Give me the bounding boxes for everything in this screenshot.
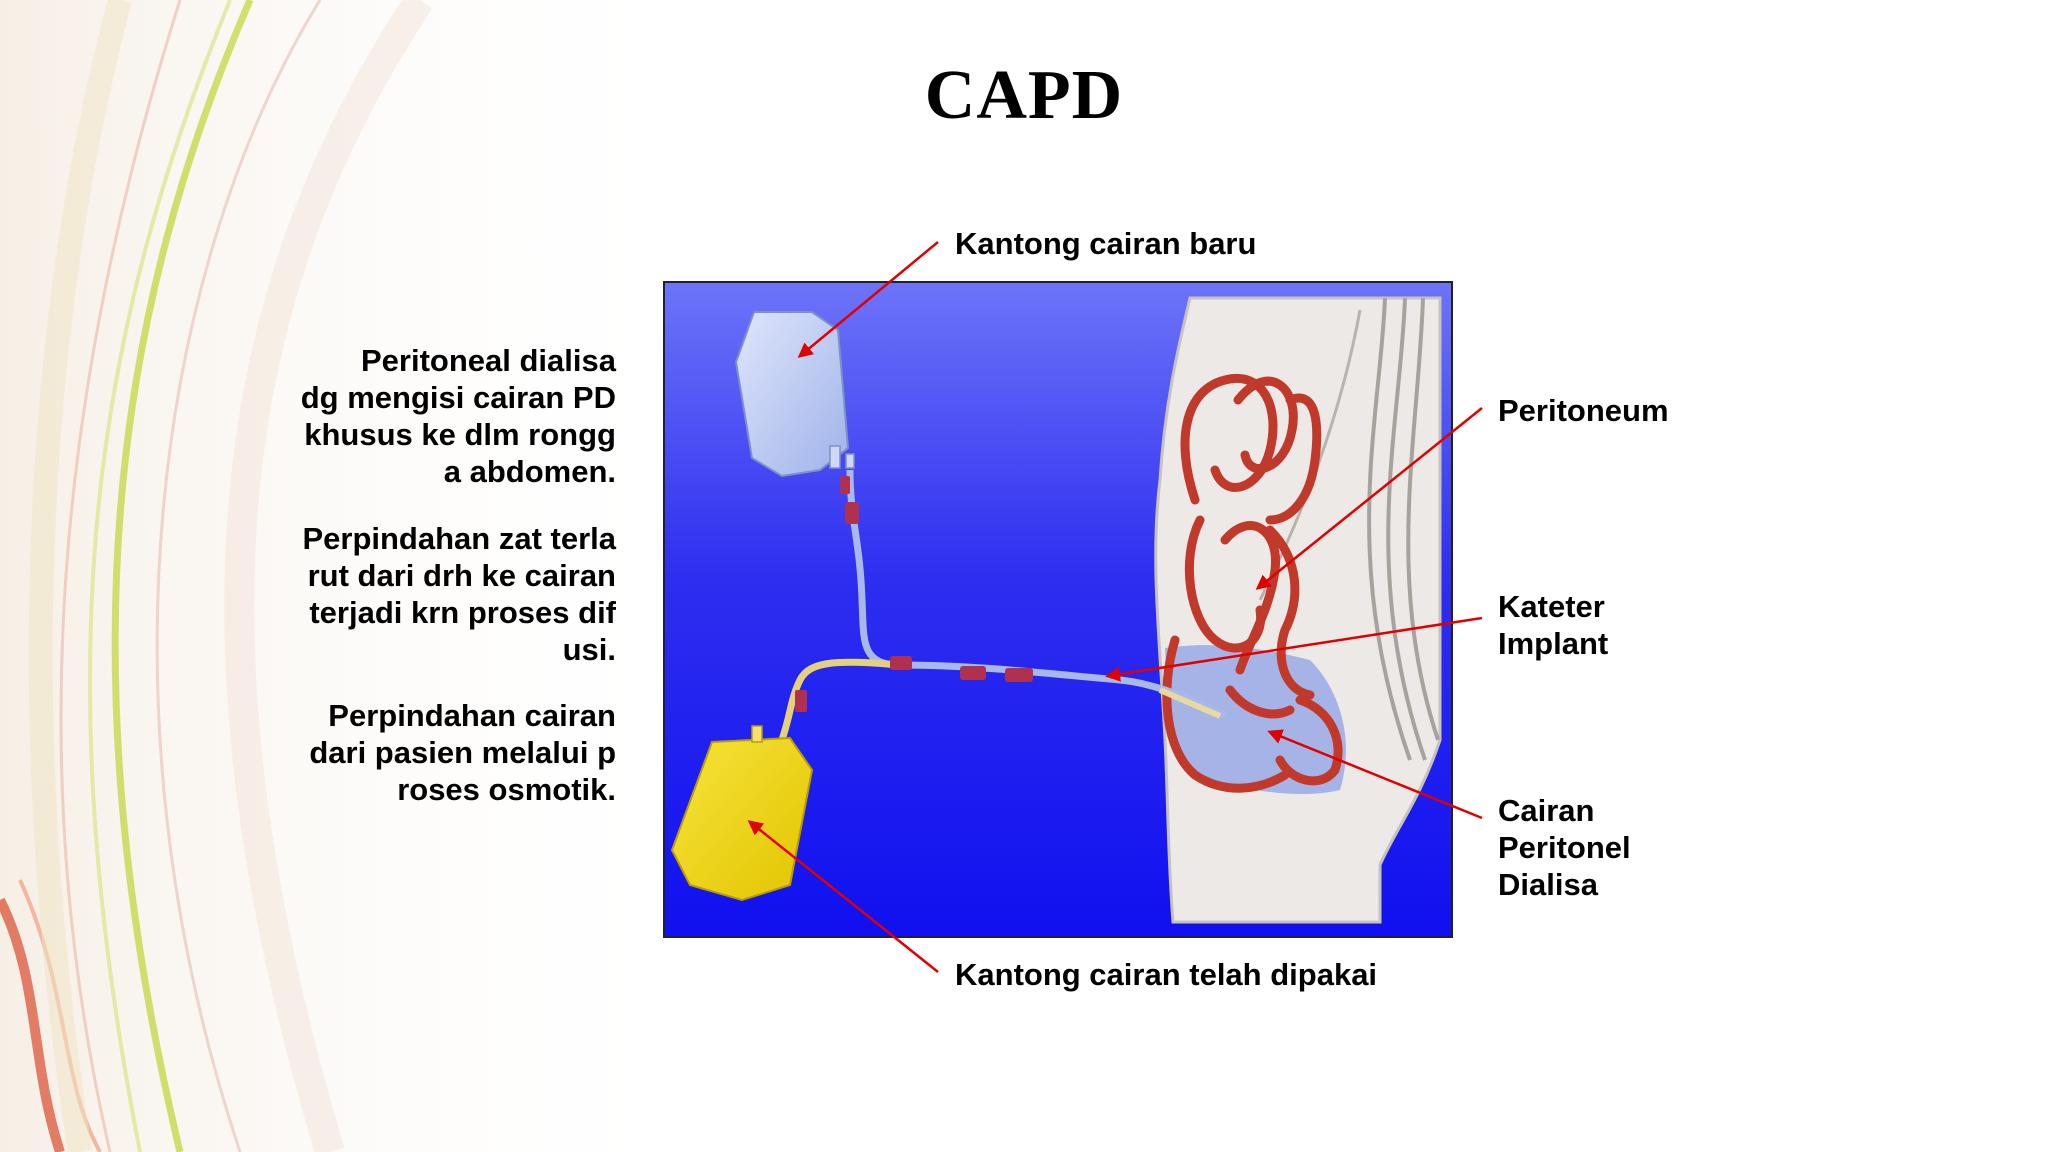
- paragraph-line: dg mengisi cairan PD: [300, 380, 616, 415]
- catheter-tubing: [776, 469, 1227, 747]
- paragraph-line: khusus ke dlm rongg: [304, 417, 616, 452]
- body-cross-section: [1154, 296, 1442, 924]
- paragraph-diffusion: Perpindahan zat terla rut dari drh ke ca…: [302, 520, 616, 668]
- paragraph-line: terjadi krn proses dif: [309, 595, 616, 630]
- new-fluid-bag: [734, 311, 855, 478]
- intestines: [1162, 374, 1343, 793]
- paragraph-filling: Peritoneal dialisa dg mengisi cairan PD …: [301, 342, 616, 490]
- label-catheter: Kateter Implant: [1498, 588, 1608, 662]
- label-peritoneum: Peritoneum: [1498, 393, 1669, 428]
- label-used-bag: Kantong cairan telah dipakai: [955, 957, 1378, 992]
- label-line: Peritonel: [1498, 830, 1631, 865]
- pointer-arrows: [747, 241, 1483, 973]
- arrow-new-bag: [797, 241, 939, 358]
- label-new-bag: Kantong cairan baru: [955, 226, 1257, 261]
- dialysis-fluid-pool: [1165, 645, 1346, 795]
- paragraph-line: Peritoneal dialisa: [361, 343, 616, 378]
- arrow-used-bag: [747, 820, 939, 973]
- paragraph-line: Perpindahan zat terla: [302, 521, 616, 556]
- paragraph-line: rut dari drh ke cairan: [307, 558, 616, 593]
- paragraph-line: a abdomen.: [443, 454, 616, 489]
- arrow-peritoneum: [1255, 407, 1483, 590]
- slide-title: CAPD: [924, 57, 1124, 134]
- paragraph-line: Perpindahan cairan: [328, 698, 616, 733]
- paragraph-line: dari pasien melalui p: [309, 735, 616, 770]
- label-line: Kateter: [1498, 589, 1605, 624]
- arrow-catheter: [1105, 616, 1483, 682]
- paragraph-line: usi.: [562, 632, 616, 667]
- used-fluid-bag: [670, 725, 814, 902]
- label-line: Cairan: [1498, 793, 1595, 828]
- label-line: Dialisa: [1498, 867, 1598, 902]
- arrow-fluid: [1267, 729, 1483, 820]
- paragraph-line: roses osmotik.: [397, 772, 616, 807]
- label-fluid: Cairan Peritonel Dialisa: [1498, 792, 1631, 903]
- paragraph-osmosis: Perpindahan cairan dari pasien melalui p…: [309, 697, 616, 808]
- label-line: Implant: [1498, 626, 1609, 661]
